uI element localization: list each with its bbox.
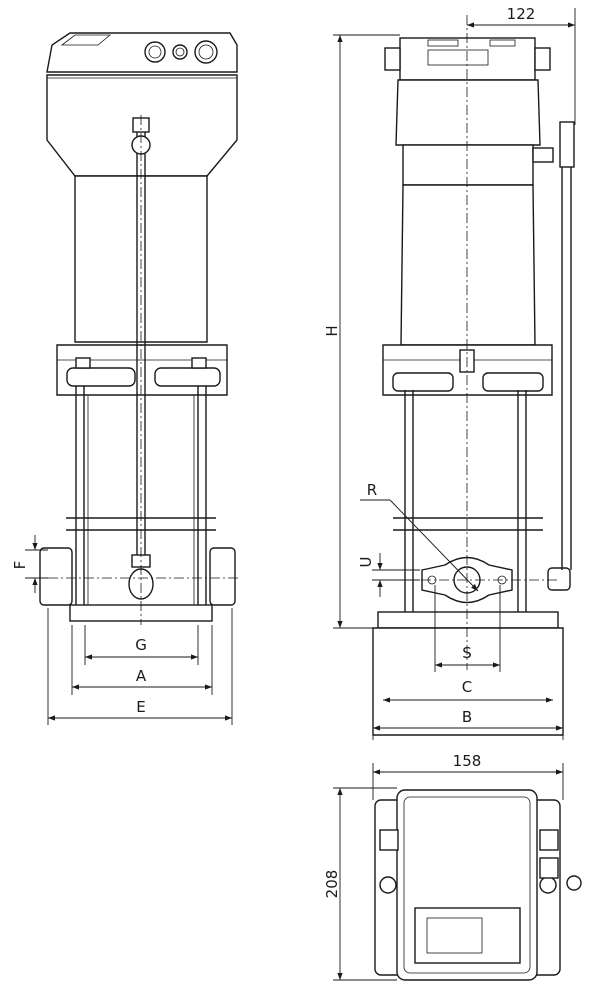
drawing-line <box>384 47 401 71</box>
motor-hood <box>395 79 541 146</box>
front-view <box>30 32 240 625</box>
drawing-line <box>489 39 516 47</box>
base-plate <box>377 611 559 629</box>
drawing-line <box>566 875 582 891</box>
dim-label-c: C <box>462 678 472 696</box>
top-view <box>374 789 582 981</box>
drawing-line <box>198 44 214 60</box>
drawing-line <box>66 367 136 387</box>
dim-label-b: B <box>462 708 472 726</box>
dim-label-122: 122 <box>507 5 536 23</box>
top-dimensions: 158 208 <box>323 752 564 981</box>
dim-label-f: F <box>11 561 29 570</box>
drawing-line <box>539 876 557 894</box>
drawing-line <box>148 45 162 59</box>
drawing-line <box>60 34 112 46</box>
dim-label-g: G <box>135 636 147 654</box>
drawing-line <box>175 47 185 57</box>
drawing-line <box>172 44 188 60</box>
drawing-line <box>379 829 399 851</box>
drawing-line <box>403 796 531 974</box>
drawing-line <box>547 567 571 591</box>
drawing-line <box>427 39 459 47</box>
dim-label-h: H <box>323 325 341 336</box>
dim-label-208: 208 <box>323 870 341 899</box>
cable-gland-icon <box>144 41 166 63</box>
dim-label-e: E <box>136 698 145 716</box>
drawing-line <box>559 121 575 168</box>
drawing-line <box>75 357 91 369</box>
drawing-line <box>539 857 559 879</box>
drawing-line <box>389 499 479 592</box>
side-view <box>372 15 575 736</box>
drawing-line <box>482 372 544 392</box>
front-dimensions: F G A E <box>11 535 233 725</box>
drawing-line <box>191 357 207 369</box>
drawing-line <box>427 49 489 66</box>
side-dimensions: 122 H R U S C B <box>323 5 576 740</box>
drawing-line <box>194 40 218 64</box>
drawing-line <box>414 907 521 964</box>
drawing-line <box>534 47 551 71</box>
dim-label-158: 158 <box>453 752 482 770</box>
outlet-port <box>209 547 236 606</box>
drawing-line <box>402 144 534 186</box>
drawing-line <box>392 372 454 392</box>
terminal-box <box>46 32 238 73</box>
drawing-line <box>539 829 559 851</box>
dim-label-u: U <box>357 557 375 568</box>
drawing-line <box>426 917 483 954</box>
drawing-line <box>154 367 221 387</box>
drawing-line <box>532 147 554 163</box>
dim-label-r: R <box>367 481 377 499</box>
dim-label-a: A <box>136 667 147 685</box>
dim-label-s: S <box>462 644 472 662</box>
drawing-line <box>379 876 397 894</box>
inlet-port <box>39 547 73 606</box>
motor-body <box>400 184 536 346</box>
